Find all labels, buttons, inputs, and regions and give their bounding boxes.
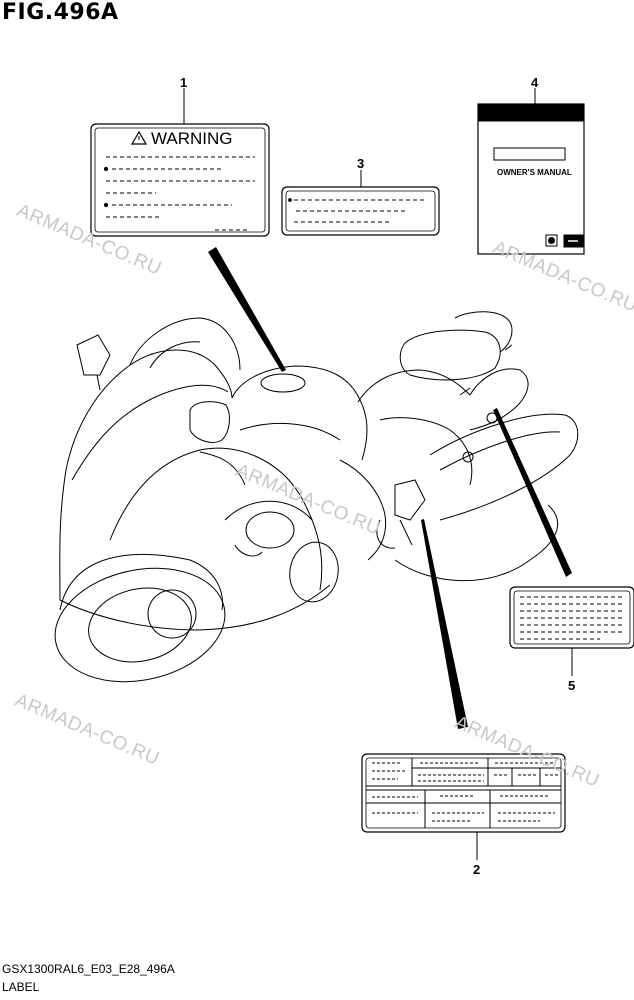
callout-1[interactable]: 1 (180, 75, 188, 90)
figure-title: FIG.496A (2, 0, 119, 25)
tire-label[interactable] (509, 586, 634, 649)
motorcycle-outline (54, 311, 579, 683)
section-name: LABEL (2, 980, 40, 994)
caution-label[interactable] (281, 186, 440, 236)
leader-label-1 (208, 247, 286, 372)
specification-label[interactable] (361, 753, 566, 833)
callout-4[interactable]: 4 (531, 75, 539, 90)
callout-3[interactable]: 3 (357, 156, 365, 171)
callout-5[interactable]: 5 (568, 678, 576, 693)
diagram-code: GSX1300RAL6_E03_E28_496A (2, 962, 175, 976)
owners-manual[interactable] (477, 103, 585, 255)
warning-label[interactable] (90, 123, 270, 237)
warning-text: WARNING (151, 129, 233, 148)
manual-title: OWNER'S MANUAL (497, 168, 572, 177)
leader-label-5 (493, 408, 572, 577)
callout-2[interactable]: 2 (473, 862, 481, 877)
leader-label-2 (421, 519, 468, 729)
